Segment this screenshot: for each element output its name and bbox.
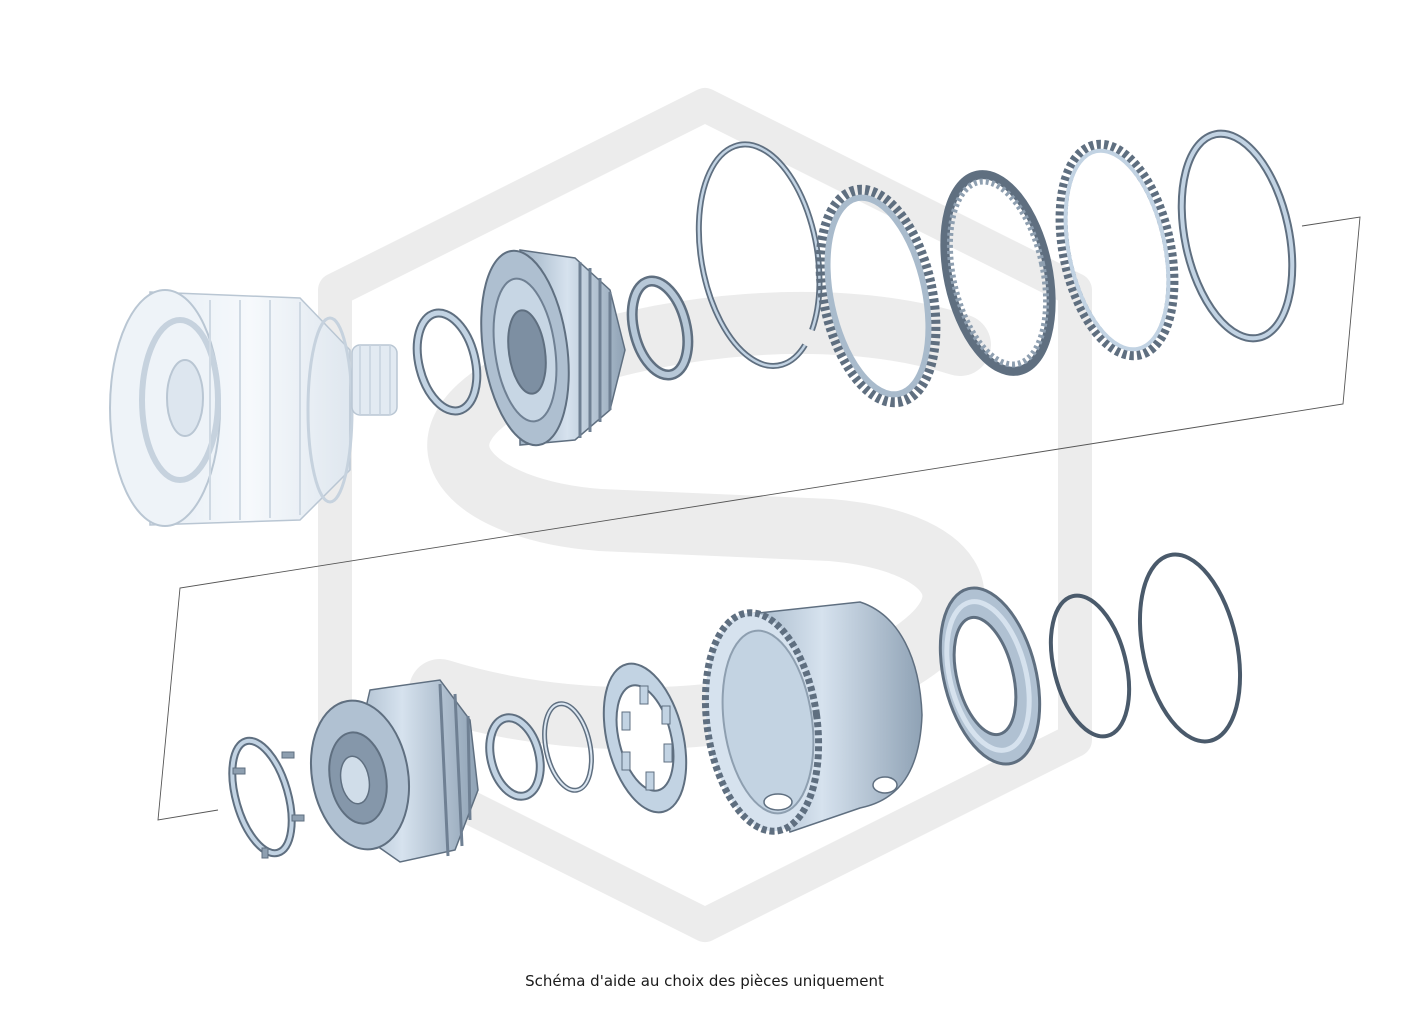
thrust-washer[interactable] — [408, 307, 487, 418]
friction-plate[interactable] — [1044, 136, 1190, 365]
thrust-washer[interactable] — [482, 712, 548, 801]
snap-ring[interactable] — [695, 141, 823, 369]
seal-ring[interactable] — [1038, 587, 1143, 744]
steel-plate[interactable] — [928, 165, 1067, 381]
seal-ring[interactable] — [1124, 545, 1255, 750]
friction-plate[interactable] — [805, 182, 951, 411]
assembly-frame-lines — [157, 216, 1361, 821]
planetary-carrier[interactable] — [300, 679, 479, 863]
clutch-hub[interactable] — [470, 245, 626, 451]
retaining-plate[interactable] — [221, 734, 305, 860]
thrust-bearing[interactable] — [623, 275, 697, 381]
sprag-plate[interactable] — [590, 655, 701, 821]
ghost-drum-assembly[interactable] — [109, 289, 398, 527]
pressure-plate[interactable] — [1165, 123, 1310, 348]
diagram-caption: Schéma d'aide au choix des pièces unique… — [525, 972, 884, 990]
clutch-drum[interactable] — [692, 601, 923, 839]
piston[interactable] — [924, 578, 1057, 775]
snap-ring[interactable] — [537, 699, 598, 794]
